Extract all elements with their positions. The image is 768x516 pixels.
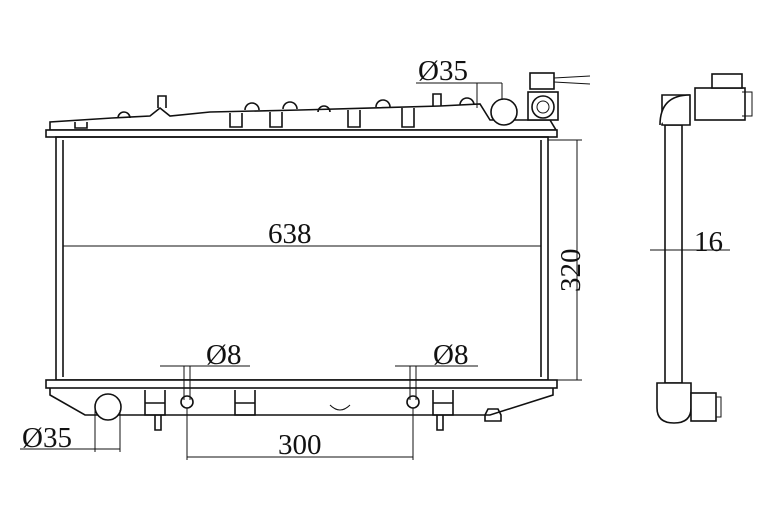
core-width-label: 638 [268, 218, 312, 250]
side-view: 16 [650, 73, 753, 424]
radiator-core [55, 136, 549, 381]
dim-core-width: 638 [63, 218, 541, 250]
pin-left-diameter-label: Ø8 [206, 339, 241, 371]
dim-core-height: 320 [548, 139, 587, 381]
core-thickness-label: 16 [694, 226, 723, 258]
top-tank [45, 72, 591, 138]
dim-pin-left: Ø8 [160, 339, 250, 400]
core-height-label: 320 [555, 249, 587, 293]
dim-pin-right: Ø8 [395, 339, 478, 400]
outlet-diameter-label: Ø35 [22, 422, 72, 454]
pin-right-diameter-label: Ø8 [433, 339, 468, 371]
dim-pin-spacing: 300 [186, 408, 414, 461]
mounting-pin-right [406, 395, 420, 409]
inlet-diameter-label: Ø35 [418, 55, 468, 87]
outlet-pipe [94, 393, 122, 421]
dim-inlet: Ø35 [416, 55, 503, 108]
mounting-pin-left [180, 395, 194, 409]
dim-outlet: Ø35 [20, 410, 121, 454]
pin-spacing-label: 300 [278, 429, 322, 461]
filler-cap [531, 95, 555, 119]
bottom-tank [45, 379, 558, 431]
inlet-pipe [490, 98, 518, 126]
